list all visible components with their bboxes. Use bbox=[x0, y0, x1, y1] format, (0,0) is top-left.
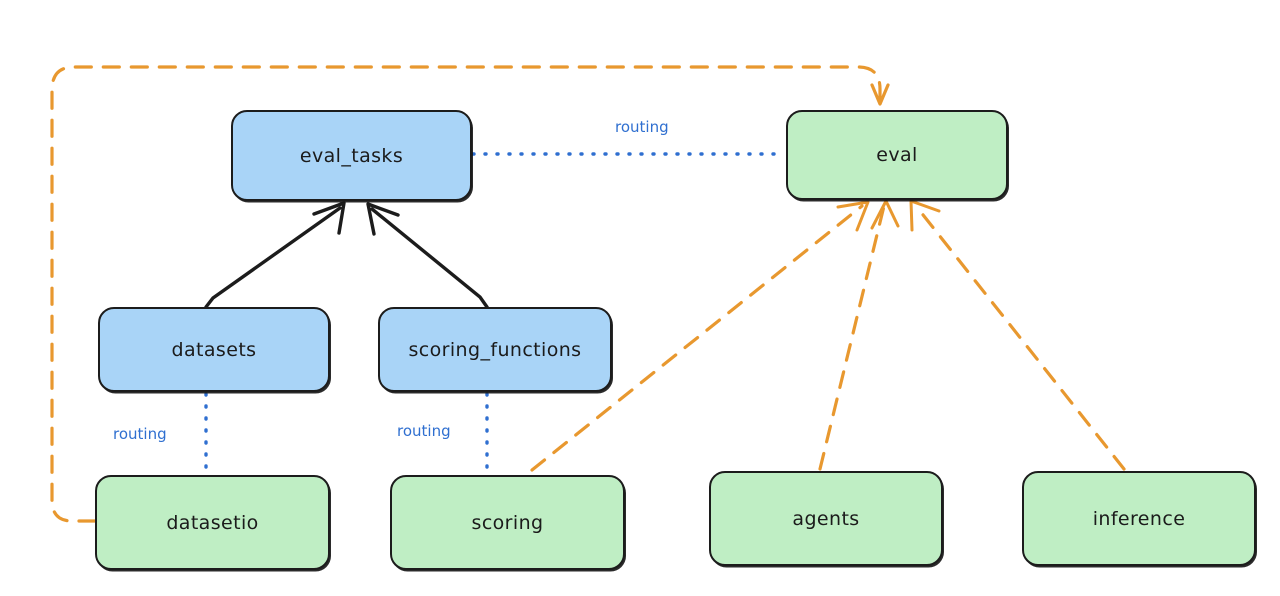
node-inference[interactable]: inference bbox=[1022, 471, 1256, 566]
node-datasets-label: datasets bbox=[171, 338, 257, 361]
node-eval-tasks-label: eval_tasks bbox=[299, 144, 404, 167]
edge-scoring-to-eval bbox=[530, 200, 870, 472]
edge-scoring_functions-to-eval_tasks bbox=[366, 202, 489, 309]
node-scoring-functions[interactable]: scoring_functions bbox=[378, 307, 612, 392]
node-scoring-functions-label: scoring_functions bbox=[408, 338, 582, 361]
edge-label-eval-tasks-routing: routing bbox=[615, 118, 669, 136]
edge-agents-to-eval bbox=[818, 199, 900, 471]
node-datasets[interactable]: datasets bbox=[98, 307, 330, 392]
node-datasetio-label: datasetio bbox=[166, 511, 259, 534]
node-inference-label: inference bbox=[1092, 507, 1186, 530]
node-eval-label: eval bbox=[876, 144, 918, 166]
edge-inference-to-eval bbox=[909, 199, 1126, 471]
edge-label-scoring-functions-routing: routing bbox=[397, 422, 451, 440]
node-scoring[interactable]: scoring bbox=[390, 475, 625, 570]
node-scoring-label: scoring bbox=[471, 511, 544, 534]
node-agents-label: agents bbox=[792, 507, 860, 530]
edge-datasets-to-eval_tasks bbox=[204, 201, 346, 309]
node-eval-tasks[interactable]: eval_tasks bbox=[231, 110, 472, 201]
edge-datasetio-to-eval bbox=[50, 65, 890, 523]
node-agents[interactable]: agents bbox=[709, 471, 943, 566]
node-eval[interactable]: eval bbox=[786, 110, 1008, 200]
edge-label-datasets-routing: routing bbox=[113, 425, 167, 443]
node-datasetio[interactable]: datasetio bbox=[95, 475, 330, 570]
